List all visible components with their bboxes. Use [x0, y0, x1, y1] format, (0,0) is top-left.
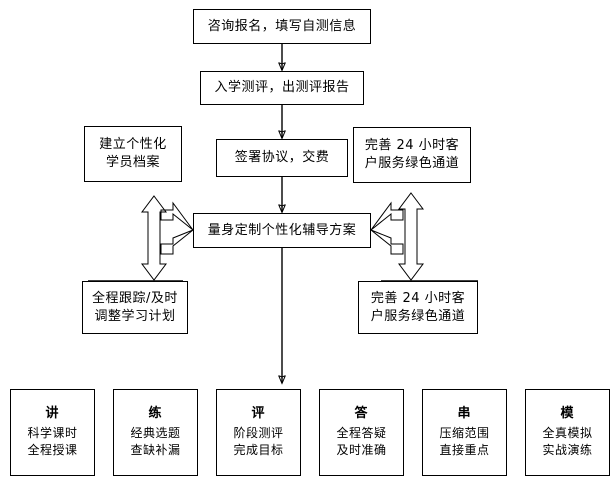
node-service-channel-bottom-line-2: 户服务绿色通道 — [370, 308, 466, 324]
node-mo-line-1: 全真模拟 — [542, 426, 593, 441]
left-upper-hook-arrow — [160, 201, 194, 231]
node-sign-agreement-line-1: 签署协议，交费 — [234, 150, 330, 166]
node-lian-line-1: 经典选题 — [130, 426, 181, 441]
node-service-channel-bottom-line-1: 完善 24 小时客 — [370, 290, 466, 306]
node-ping-head: 评 — [251, 406, 266, 422]
node-consult-signup-line-1: 咨询报名，填写自测信息 — [207, 18, 357, 34]
node-da[interactable]: 答 全程答疑 及时准确 — [319, 389, 404, 476]
node-student-profile-line-1: 建立个性化 — [99, 137, 167, 153]
node-mo-head: 模 — [560, 406, 575, 422]
node-tracking-adjust-line-1: 全程跟踪/及时 — [92, 290, 178, 306]
node-lian-head: 练 — [148, 406, 163, 422]
node-service-channel-top-line-1: 完善 24 小时客 — [364, 138, 460, 154]
node-service-channel-top-line-2: 户服务绿色通道 — [364, 156, 460, 171]
node-custom-plan-line-1: 量身定制个性化辅导方案 — [207, 222, 357, 238]
node-sign-agreement[interactable]: 签署协议，交费 — [216, 139, 348, 177]
node-chuan[interactable]: 串 压缩范围 直接重点 — [422, 389, 507, 476]
node-student-profile[interactable]: 建立个性化 学员档案 — [84, 126, 182, 182]
node-student-profile-line-2: 学员档案 — [105, 155, 160, 170]
node-mo-line-2: 实战演练 — [542, 443, 593, 458]
node-jiang[interactable]: 讲 科学课时 全程授课 — [10, 389, 95, 476]
node-custom-plan[interactable]: 量身定制个性化辅导方案 — [193, 213, 371, 248]
node-consult-signup[interactable]: 咨询报名，填写自测信息 — [193, 9, 371, 44]
node-chuan-line-1: 压缩范围 — [439, 426, 490, 441]
node-mo[interactable]: 模 全真模拟 实战演练 — [525, 389, 610, 476]
node-tracking-adjust[interactable]: 全程跟踪/及时 调整学习计划 — [82, 281, 188, 334]
node-chuan-line-2: 直接重点 — [439, 443, 490, 458]
node-jiang-head: 讲 — [45, 406, 60, 422]
right-lower-hook-arrow — [370, 229, 404, 255]
node-lian-line-2: 查缺补漏 — [130, 443, 181, 458]
node-ping[interactable]: 评 阶段测评 完成目标 — [216, 389, 301, 476]
node-da-line-2: 及时准确 — [336, 443, 387, 458]
node-entrance-assessment[interactable]: 入学测评，出测评报告 — [200, 71, 364, 105]
node-service-channel-bottom[interactable]: 完善 24 小时客 户服务绿色通道 — [358, 281, 478, 334]
node-tracking-adjust-line-2: 调整学习计划 — [94, 308, 176, 324]
node-da-line-1: 全程答疑 — [336, 426, 387, 441]
right-upper-hook-arrow — [370, 201, 404, 231]
left-lower-hook-arrow — [160, 229, 194, 255]
node-lian[interactable]: 练 经典选题 查缺补漏 — [113, 389, 198, 476]
node-jiang-line-2: 全程授课 — [27, 443, 78, 458]
node-da-head: 答 — [354, 406, 369, 422]
node-chuan-head: 串 — [457, 406, 472, 422]
node-ping-line-1: 阶段测评 — [233, 426, 284, 441]
node-service-channel-top[interactable]: 完善 24 小时客 户服务绿色通道 — [353, 127, 471, 183]
node-jiang-line-1: 科学课时 — [27, 426, 78, 441]
right-double-arrow — [398, 192, 424, 281]
node-ping-line-2: 完成目标 — [233, 443, 284, 458]
left-double-arrow — [141, 195, 167, 281]
node-entrance-assessment-line-1: 入学测评，出测评报告 — [214, 80, 350, 96]
